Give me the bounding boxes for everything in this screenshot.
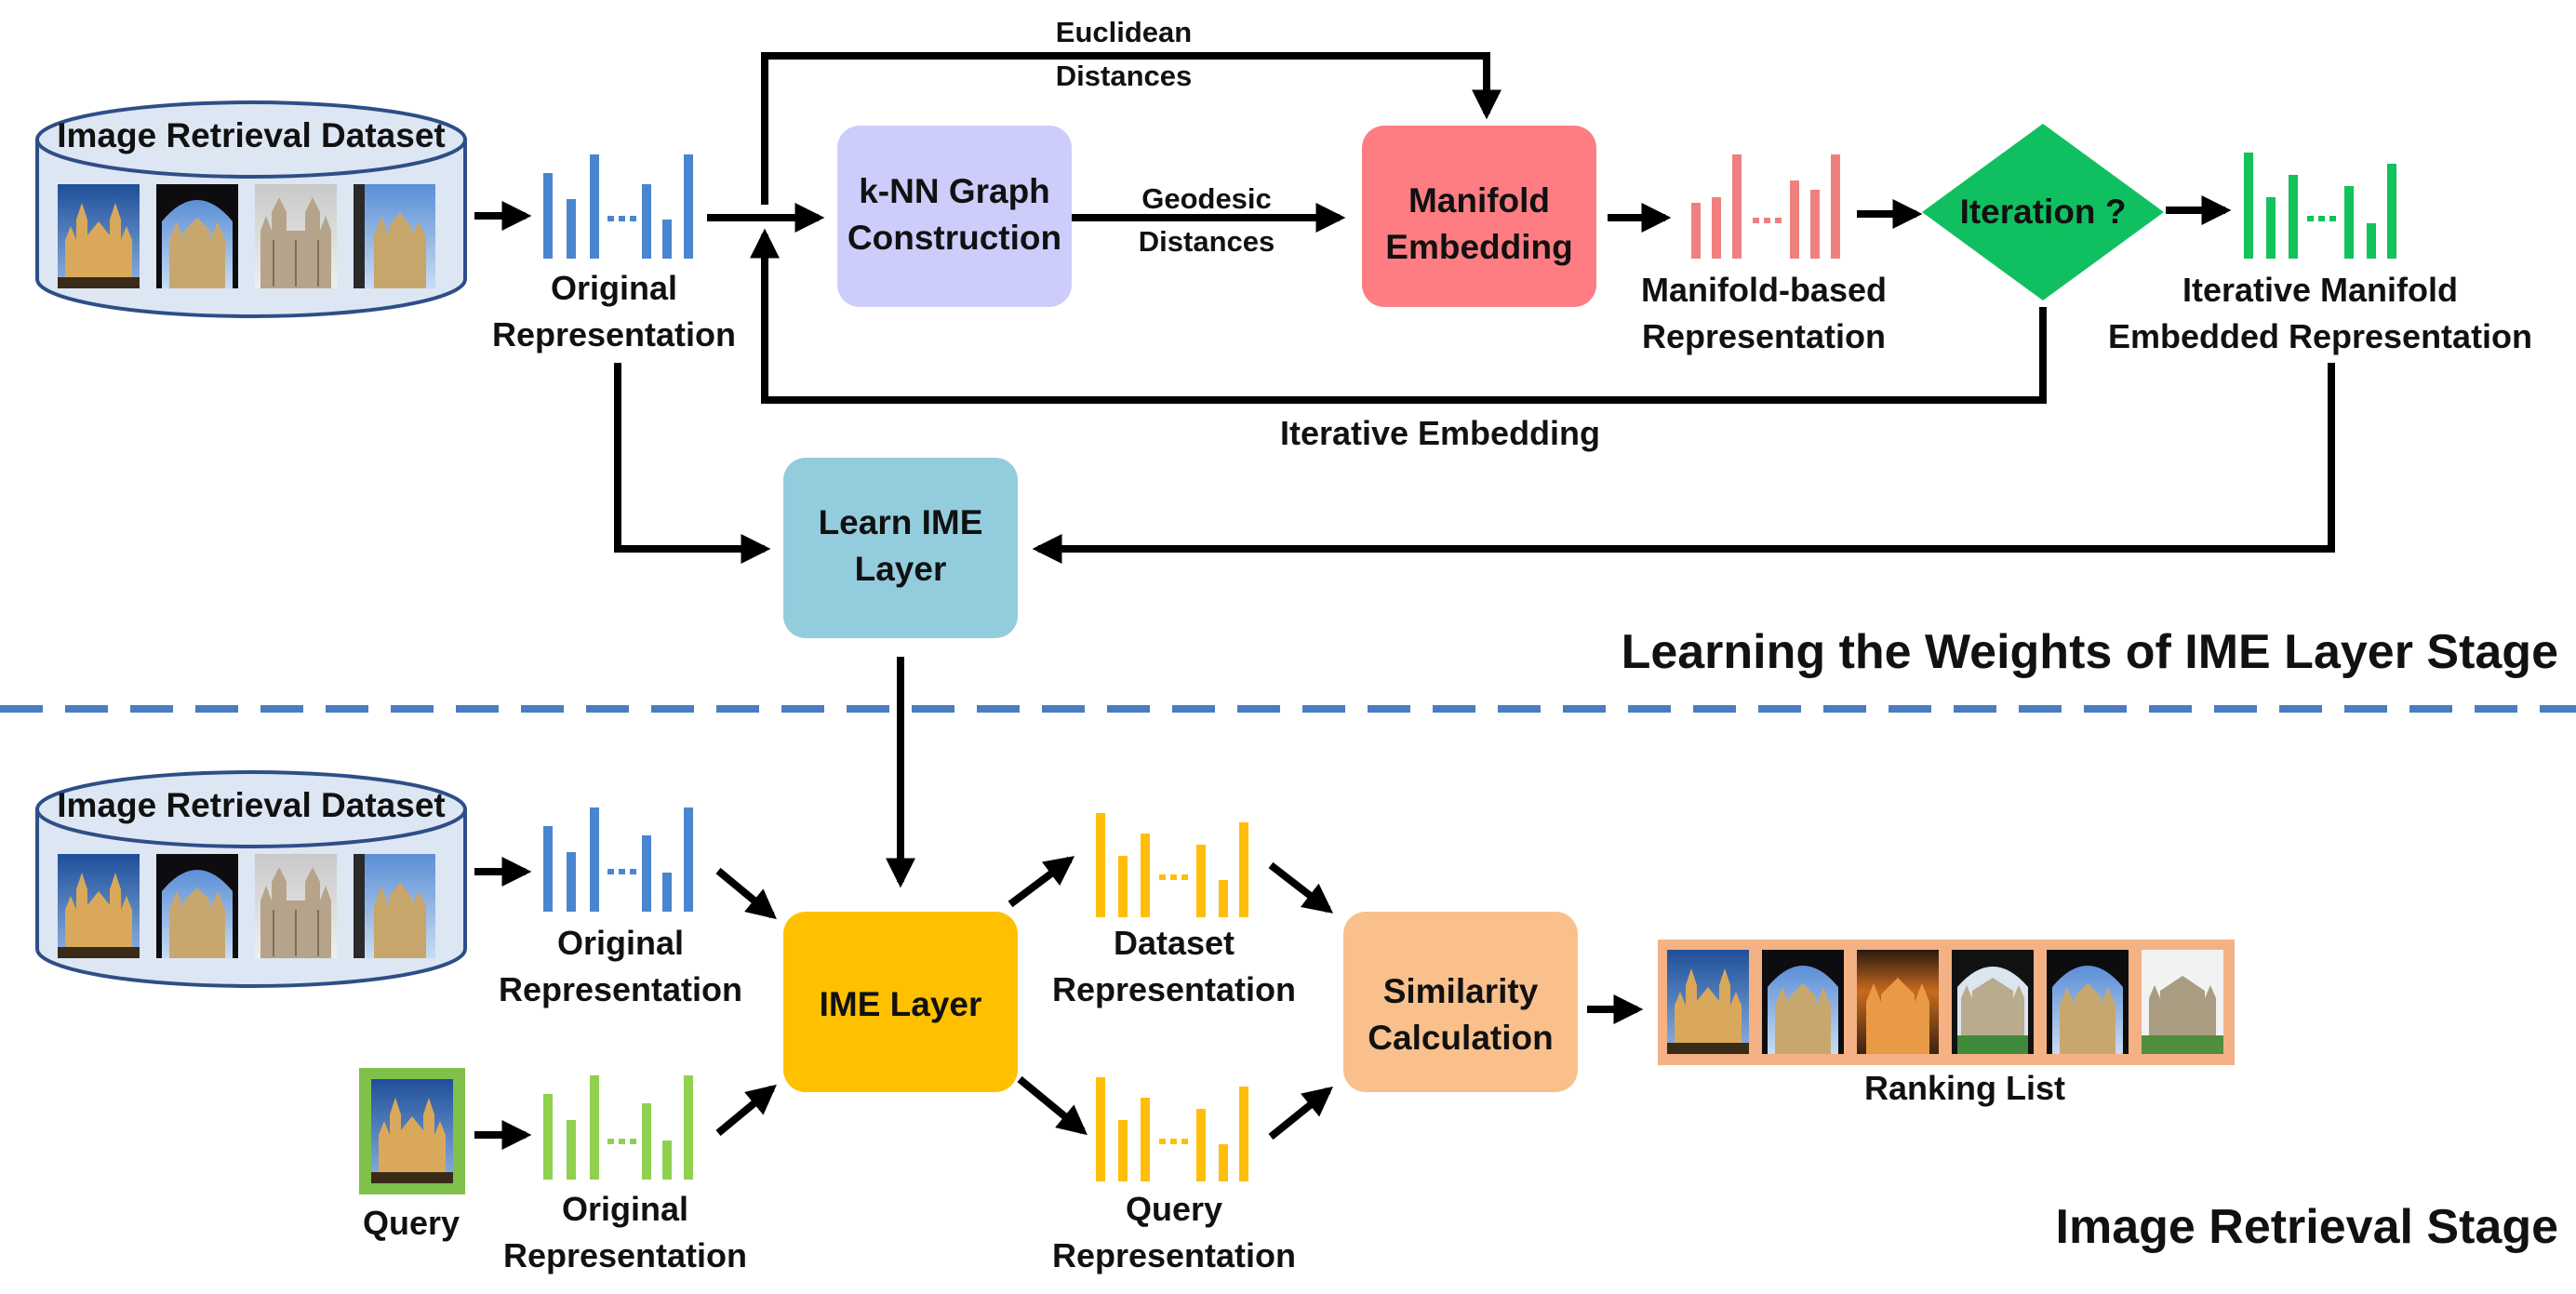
dataset-image [156,854,238,958]
arrow [1268,1086,1333,1141]
ranking-list-label: Ranking List [1864,1069,2065,1107]
learn-ime-label-1: Learn IME [819,503,983,541]
ime-layer-label: IME Layer [820,985,982,1023]
manifold-rep-label-2: Representation [1642,317,1886,355]
knn-label-2: Construction [848,219,1061,257]
ranked-image [2142,950,2223,1054]
ranking-list [1658,940,2235,1065]
arrow [715,1084,777,1137]
ranked-image [2047,950,2129,1054]
euclidean-label-2: Distances [1056,60,1192,92]
euclidean-label-1: Euclidean [1056,16,1192,48]
ranked-image [1762,950,1844,1054]
learn-ime-label-2: Layer [855,550,947,588]
arrow [715,867,777,920]
learn-ime-layer-box: Learn IME Layer [783,458,1018,638]
manifold-embedding-box: Manifold Embedding [1362,126,1596,307]
knn-graph-box: k-NN Graph Construction [837,126,1072,307]
query-rep-label-1: Query [1126,1190,1222,1228]
ranked-image [1952,950,2034,1054]
query-image [359,1068,465,1194]
euclidean-arrow [761,52,1502,205]
feature-bars-query [1096,1077,1248,1181]
dataset-image [156,184,238,288]
feature-bars-dataset [1096,813,1248,917]
stage-title-retrieval: Image Retrieval Stage [2056,1200,2558,1254]
dataset-image [354,184,435,288]
geodesic-label-2: Distances [1139,225,1275,258]
dataset-image [58,184,140,288]
dataset-rep-label-2: Representation [1052,970,1296,1008]
feature-bars-manifold [1691,154,1840,259]
query-label: Query [363,1204,460,1242]
stage-title-learning: Learning the Weights of IME Layer Stage [1622,625,2558,679]
manifold-label-2: Embedding [1385,228,1572,266]
query-original-rep-label-2: Representation [503,1236,747,1274]
ime-layer-box: IME Layer [783,912,1018,1092]
similarity-calculation-box: Similarity Calculation [1343,912,1578,1092]
arrow [1268,861,1334,914]
arrow [1008,856,1075,908]
similarity-label-2: Calculation [1368,1019,1553,1057]
feature-bars-original-top [543,154,693,259]
arrow [1017,1075,1088,1136]
iterative-embedding-label: Iterative Embedding [1280,414,1600,452]
ranked-image [1667,950,1749,1054]
dataset-rep-label-1: Dataset [1114,924,1235,962]
feature-bars-iterative [2244,153,2396,259]
arrow [1032,363,2335,564]
feature-bars-query-original [543,1075,693,1180]
feature-bars-original-bottom [543,807,693,912]
iterative-rep-label-2: Embedded Representation [2108,317,2532,355]
iteration-label: Iteration ? [1960,193,2127,231]
ranked-image [1857,950,1939,1054]
geodesic-label-1: Geodesic [1141,182,1272,215]
arrow [614,363,771,564]
dataset-image [58,854,140,958]
original-rep-label-top-1: Original [551,269,677,307]
iterative-embedding-arrow [750,228,2047,404]
dataset-title-bottom: Image Retrieval Dataset [57,786,445,824]
original-rep-label-bottom-2: Representation [499,970,742,1008]
original-rep-label-top-2: Representation [492,315,736,354]
dataset-image [354,854,435,958]
query-original-rep-label-1: Original [562,1190,688,1228]
iteration-decision: Iteration ? [1922,124,2164,300]
manifold-label-1: Manifold [1408,181,1550,220]
query-rep-label-2: Representation [1052,1236,1296,1274]
manifold-rep-label-1: Manifold-based [1641,271,1887,309]
knn-label-1: k-NN Graph [859,172,1050,210]
dataset-cylinder-top: Image Retrieval Dataset [35,100,467,318]
iterative-rep-label-1: Iterative Manifold [2182,271,2458,309]
dataset-cylinder-bottom: Image Retrieval Dataset [35,770,467,988]
dataset-image [254,853,338,959]
similarity-label-1: Similarity [1383,972,1539,1010]
original-rep-label-bottom-1: Original [557,924,684,962]
dataset-image [254,183,338,289]
dataset-title-top: Image Retrieval Dataset [57,116,445,154]
